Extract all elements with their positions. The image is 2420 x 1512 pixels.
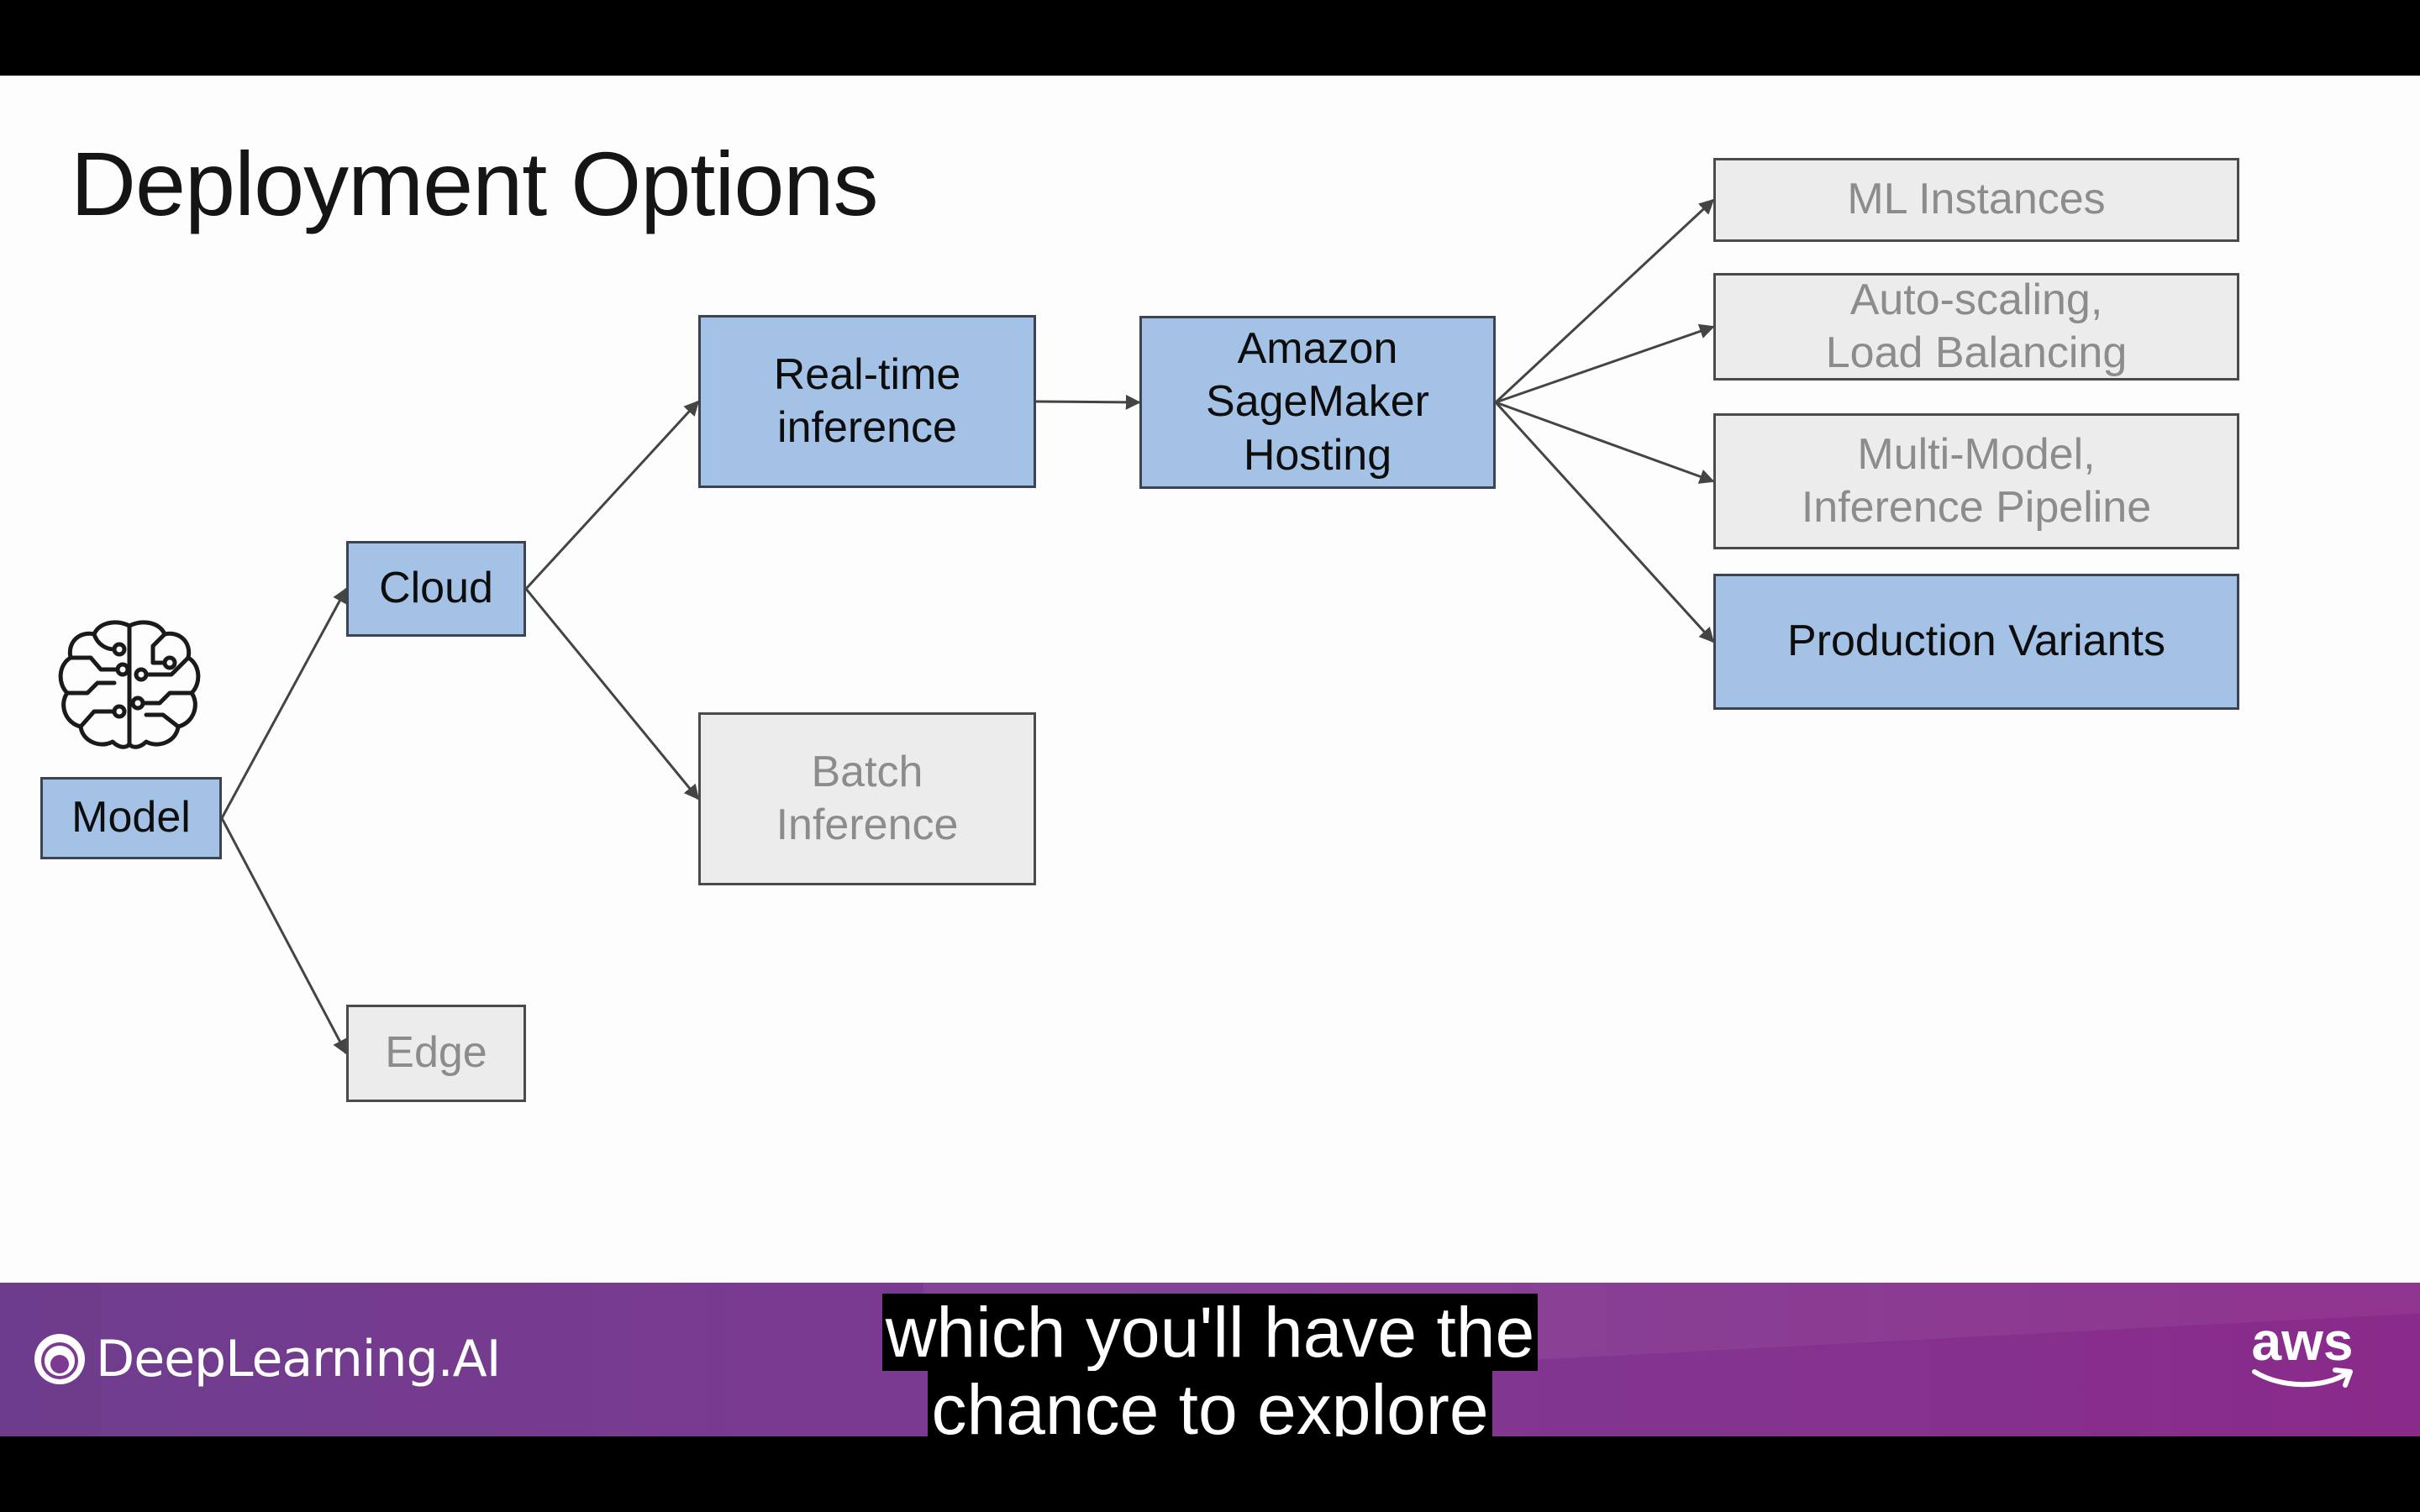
aws-wordmark: aws <box>2251 1311 2354 1372</box>
edge-sagemaker-to-autoscaling <box>1495 323 1715 404</box>
deeplearning-ai-icon <box>34 1334 85 1384</box>
brain-icon <box>58 620 201 749</box>
slide-title: Deployment Options <box>71 133 878 234</box>
caption-line-2: chance to explore <box>928 1371 1492 1448</box>
node-realtime-inference: Real-time inference <box>698 315 1036 488</box>
edge-sagemaker-to-ml_instances <box>1494 198 1715 404</box>
slide: Deployment Options <box>0 76 2420 1283</box>
deeplearning-ai-logo: DeepLearning.AI <box>32 1330 501 1389</box>
edge-cloud-to-batch <box>524 588 700 801</box>
node-ml-instances: ML Instances <box>1713 158 2239 242</box>
node-edge: Edge <box>346 1005 526 1102</box>
letterbox-bottom <box>0 1436 2420 1512</box>
edge-sagemaker-to-production <box>1494 401 1715 643</box>
node-sagemaker-hosting: Amazon SageMaker Hosting <box>1139 316 1496 489</box>
edge-sagemaker-to-multimodel <box>1495 401 1715 484</box>
node-batch-inference: Batch Inference <box>698 712 1036 885</box>
node-cloud: Cloud <box>346 541 526 637</box>
edge-cloud-to-realtime <box>524 400 700 591</box>
node-autoscaling: Auto-scaling, Load Balancing <box>1713 273 2239 381</box>
edge-model-to-cloud <box>220 587 348 819</box>
letterbox-top <box>0 0 2420 76</box>
node-model: Model <box>40 777 222 859</box>
aws-logo: aws <box>2244 1315 2361 1394</box>
subtitle-caption: which you'll have the chance to explore <box>0 1294 2420 1448</box>
aws-smile-icon <box>2252 1368 2353 1388</box>
brand-name: DeepLearning.AI <box>96 1330 501 1389</box>
edge-model-to-edge <box>220 817 348 1055</box>
diagram-edges <box>220 198 1715 1055</box>
node-production-variants: Production Variants <box>1713 574 2239 710</box>
node-multimodel: Multi-Model, Inference Pipeline <box>1713 413 2239 549</box>
caption-line-1: which you'll have the <box>881 1294 1539 1371</box>
